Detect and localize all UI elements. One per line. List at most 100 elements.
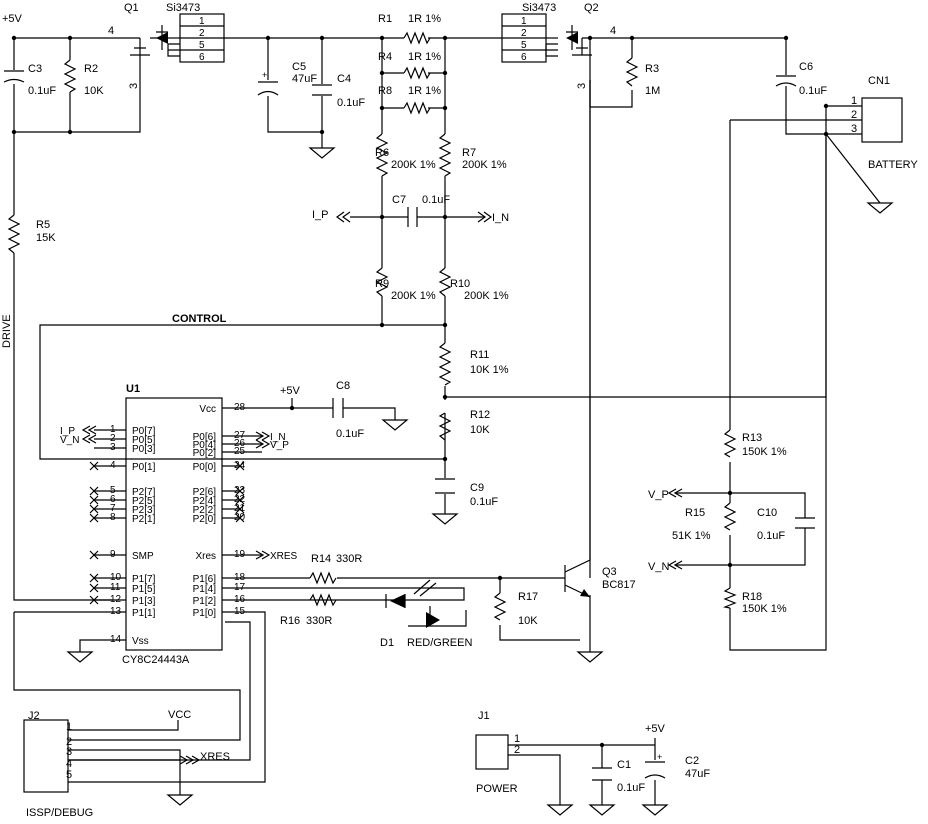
q2-package-pin: 1 [521, 16, 527, 27]
j2-pin-1: 1 [66, 721, 72, 733]
r5-value: 15K [36, 232, 56, 244]
u1-pin-number: 26 [234, 438, 246, 449]
c2-ref: C2 [685, 755, 699, 767]
r9-ref: R9 [375, 278, 389, 290]
u1-pin-number: 5 [110, 485, 116, 496]
q2-package-pin: 5 [521, 40, 527, 51]
u1-pin-number: 4 [110, 460, 116, 471]
u1-ref: U1 [126, 383, 140, 395]
net-vcc-u1: +5V [280, 385, 301, 397]
q3-part: BC817 [602, 579, 636, 591]
r6-ref: R6 [375, 147, 389, 159]
u1-pin-number: 7 [110, 503, 116, 514]
u1-pin-number: 11 [110, 582, 121, 593]
u1-pin-name: P1[3] [132, 596, 156, 607]
r14-ref: R14 [311, 553, 331, 565]
r13-ref: R13 [742, 432, 762, 444]
u1-pin-number: 23 [234, 485, 246, 496]
u1-pin-number: 16 [234, 594, 246, 605]
c10-ref: C10 [757, 507, 777, 519]
r5-ref: R5 [36, 219, 50, 231]
c3-ref: C3 [28, 63, 42, 75]
u1-pin-name: SMP [132, 551, 154, 562]
wires [13, 37, 881, 805]
q1-ref: Q1 [124, 2, 139, 14]
u1-pin-name: P1[0] [193, 608, 217, 619]
q2-package-pin: 6 [521, 52, 527, 63]
u1-pin-number: 28 [234, 402, 246, 413]
j2-ref: J2 [28, 710, 40, 722]
battery-connector [861, 97, 903, 143]
u1-pin-name: P1[1] [132, 608, 156, 619]
r11-ref: R11 [470, 349, 489, 361]
svg-text:+: + [262, 70, 267, 80]
j2-xres: XRES [200, 751, 230, 763]
c8-ref: C8 [336, 380, 350, 392]
q1-package-pin: 6 [199, 52, 205, 63]
r15-value: 51K 1% [672, 530, 711, 542]
cn1-pin-3: 3 [851, 123, 857, 135]
u1-pin-name: P0[3] [132, 444, 156, 455]
net-vcc-top: +5V [2, 13, 23, 25]
mosfet-q2 [566, 25, 592, 56]
q2-package-pin: 2 [521, 28, 527, 39]
port-arrows [81, 211, 683, 765]
junctions [11, 35, 829, 748]
r1-value: 1R 1% [408, 13, 441, 25]
u1-pin-number: 8 [110, 512, 116, 523]
c1-value: 0.1uF [617, 782, 645, 794]
r1-ref: R1 [378, 13, 392, 25]
debug-connector [23, 719, 69, 793]
r2-ref: R2 [84, 63, 98, 75]
j2-pin-2: 2 [66, 736, 72, 748]
u1-pin-number: 27 [234, 430, 246, 441]
transistor-q3 [564, 80, 591, 598]
svg-text:+: + [657, 752, 662, 762]
u1-pin-number: 13 [110, 606, 122, 617]
r9-value: 200K 1% [391, 290, 436, 302]
u1-pin-number: 17 [234, 582, 246, 593]
r8-value: 1R 1% [408, 85, 441, 97]
q2-pin3: 3 [576, 83, 588, 89]
q2-part: Si3473 [522, 2, 556, 14]
q1-pin4: 4 [108, 25, 114, 37]
r2-value: 10K [84, 85, 104, 97]
r3-ref: R3 [645, 63, 659, 75]
r12-value: 10K [470, 424, 490, 436]
c6-value: 0.1uF [799, 85, 827, 97]
q1-package-pin: 1 [199, 16, 205, 27]
d1-part: RED/GREEN [407, 637, 472, 649]
u1-pin-number: 20 [234, 512, 246, 523]
r16-ref: R16 [280, 615, 300, 627]
r14-value: 330R [336, 553, 362, 565]
u1-pin-name: P2[7] [132, 487, 156, 498]
c10-value: 0.1uF [757, 530, 785, 542]
r17-value: 10K [518, 615, 538, 627]
c2-value: 47uF [685, 768, 710, 780]
u1-pin-name: P2[2] [193, 505, 217, 516]
r18-value: 150K 1% [742, 603, 787, 615]
u1-pin-number: 10 [110, 572, 122, 583]
u1-pin-name: P2[4] [193, 496, 217, 507]
u1-pin-number: 15 [234, 606, 246, 617]
mosfet-q2-diode [566, 32, 578, 44]
u1-pin-name: P0[2] [193, 448, 217, 459]
component-labels: Q1 Si3473 4 3 Q2 Si3473 4 3 C3 0.1uF R2 … [28, 2, 827, 794]
u1-pin-name: Vss [132, 636, 149, 647]
j1-name: POWER [476, 783, 518, 795]
j1-pin-2: 2 [514, 744, 520, 756]
c9-ref: C9 [470, 482, 484, 494]
u1-pin-name: Xres [195, 551, 216, 562]
u1-pin-number: 19 [234, 549, 246, 560]
u1-pin-name: P0[4] [193, 440, 217, 451]
u1-pin-name: Vcc [199, 404, 216, 415]
net-control: CONTROL [172, 313, 227, 325]
transistor-q3-arrow [580, 589, 590, 597]
q2-pin4: 4 [610, 25, 616, 37]
q1-package-pin: 2 [199, 28, 205, 39]
u1-pin-name: P1[2] [193, 596, 217, 607]
c4-value: 0.1uF [337, 97, 365, 109]
r18-ref: R18 [742, 591, 762, 603]
u1-pin-name: P1[7] [132, 574, 156, 585]
r7-ref: R7 [462, 147, 476, 159]
